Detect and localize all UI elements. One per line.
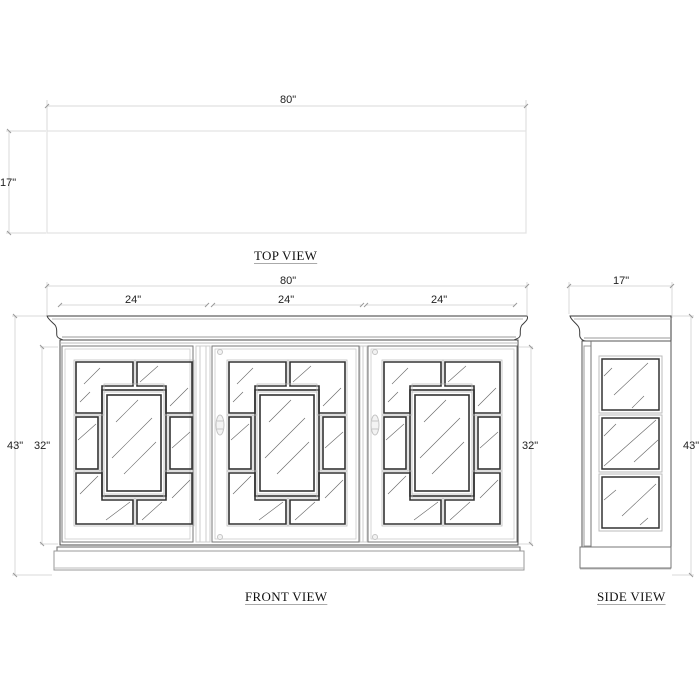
front-pilasters [195, 345, 368, 543]
top-depth-dimension-line [6, 128, 46, 236]
top-view-outline [46, 130, 527, 234]
side-depth-dimension: 17" [613, 275, 630, 287]
front-overall-height-dimension-line [12, 313, 52, 578]
front-door-height-dimension-right: 32" [522, 440, 539, 452]
front-door-width-dimension-2: 24" [278, 294, 295, 306]
top-width-dimension-line [44, 100, 529, 131]
door-fretwork-left [73, 359, 195, 527]
front-view [12, 282, 534, 578]
front-door-left [61, 345, 194, 543]
front-overall-height-dimension: 43" [7, 440, 24, 452]
side-view [566, 282, 694, 578]
front-cabinet-body [59, 339, 519, 546]
side-plinth [579, 546, 672, 570]
door-handle-right [370, 349, 380, 540]
front-door-height-dimension-line-right [519, 344, 534, 547]
front-view-label: FRONT VIEW [245, 589, 328, 604]
top-view-label: TOP VIEW [254, 248, 318, 263]
side-cabinet-body [581, 340, 672, 548]
front-door-height-dimension-left: 32" [34, 440, 51, 452]
side-cornice [569, 315, 672, 342]
side-height-dimension-line [672, 313, 694, 578]
door-handle-left [215, 349, 225, 540]
front-door-width-dimension-1: 24" [125, 294, 142, 306]
front-door-height-dimension-line-left [39, 344, 58, 547]
front-door-right [367, 345, 518, 543]
top-depth-dimension: 17" [0, 177, 17, 189]
top-width-dimension: 80" [280, 94, 297, 106]
door-fretwork-middle [226, 359, 348, 527]
side-height-dimension: 43" [683, 440, 700, 452]
front-width-dimension: 80" [280, 275, 297, 287]
side-depth-dimension-line [566, 282, 675, 318]
side-view-label: SIDE VIEW [597, 589, 666, 604]
front-door-width-dimension-3: 24" [431, 294, 448, 306]
front-door-width-dimension-lines [57, 302, 518, 308]
front-width-dimension-line [44, 282, 530, 315]
front-door-middle [211, 345, 360, 543]
side-glass-panels [598, 355, 663, 532]
top-view [6, 100, 529, 236]
door-fretwork-right [381, 359, 503, 527]
front-cornice [46, 315, 528, 341]
front-plinth [53, 546, 525, 571]
